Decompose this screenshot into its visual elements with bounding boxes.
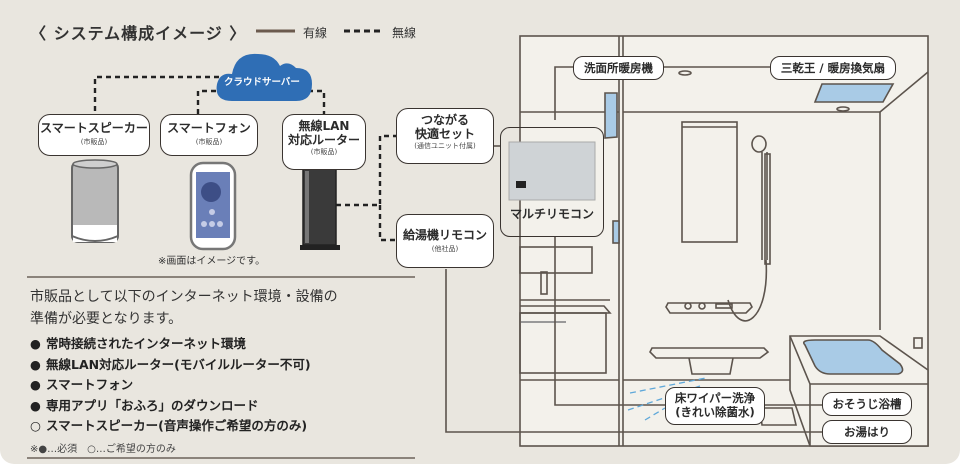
requirement-item: ● 専用アプリ「おふろ」のダウンロード [30,396,311,417]
washroom-heater-label: 洗面所暖房機 [573,56,664,80]
requirements-intro-line1: 市販品として以下のインターネット環境・設備の [30,289,338,305]
mirror [681,121,738,243]
requirement-item: ○ スマートスピーカー(音声操作ご希望の方のみ) [30,416,311,437]
remote-mount [612,220,620,244]
tub-cleaning-label: おそうじ浴槽 [822,392,912,416]
requirements-footnote: ※●…必須 ○…ご希望の方のみ [30,444,176,455]
shelf [665,302,753,314]
requirement-text: 常時接続されたインターネット環境 [46,336,247,351]
requirement-item: ● スマートフォン [30,375,311,396]
bathtub-water [802,339,904,375]
top-divider [27,276,415,278]
connect-set-sub: (通信ユニット付属) [414,141,476,150]
multi-remote-label: マルチリモコン [509,207,594,221]
screen-note: ※画面はイメージです。 [158,256,266,267]
bathroom-illustration [519,35,929,447]
router-label-line1: 無線LAN [298,119,350,133]
connect-set-line1: つながる [420,113,469,127]
smartphone-label: スマートフォン [167,121,251,135]
cloud-icon [216,53,312,101]
smart-speaker-label: スマートスピーカー [40,121,148,135]
bottom-divider [27,457,415,459]
multi-remote-screen [508,141,596,201]
smart-speaker-sub: (市販品) [80,137,108,146]
requirement-text: 無線LAN対応ルーター(モバイルルーター不可) [46,356,311,372]
stool [649,347,770,359]
requirements-list: ● 常時接続されたインターネット環境 ● 無線LAN対応ルーター(モバイルルーター不… [30,334,311,437]
cloud-server-label: クラウドサーバー [224,77,300,88]
water-heater-remote-sub: (他社品) [431,244,459,253]
requirement-item: ● 無線LAN対応ルーター(モバイルルーター不可) [30,355,311,376]
required-bullet-icon: ● [30,336,41,351]
requirement-text: 専用アプリ「おふろ」のダウンロード [46,397,259,413]
faucet-icon [540,271,548,295]
router-bubble: 無線LAN 対応ルーター (市販品) [282,114,366,170]
connect-set-line2: 快適セット [414,126,475,141]
requirements-intro-line2: 準備が必要となります。 [30,311,183,327]
requirements-intro: 市販品として以下のインターネット環境・設備の 準備が必要となります。 [30,286,338,330]
multi-remote-bubble: マルチリモコン [500,127,604,237]
requirement-item: ● 常時接続されたインターネット環境 [30,334,311,355]
router-illustration [300,166,340,250]
tub-control-icon [913,337,923,349]
router-sub: (市販品) [310,147,338,156]
floor-wiper-line2: (きれい除菌水) [675,405,755,420]
required-bullet-icon: ● [30,377,41,392]
required-bullet-icon: ● [30,356,41,372]
ceiling-fan-vent [813,83,895,103]
requirement-text: スマートスピーカー(音声操作ご希望の方のみ) [46,418,308,433]
router-label-line2: 対応ルーター [287,132,360,147]
smartphone-sub: (市販品) [195,137,223,146]
washroom-heater-unit [604,92,618,139]
smart-speaker-illustration [71,159,119,243]
wireless-lines [93,75,396,242]
legend-wireless-label: 無線 [392,26,417,40]
floor-wiper-line1: 床ワイパー洗浄 [674,391,756,405]
page-title: 〈 システム構成イメージ 〉 [30,24,247,43]
requirement-text: スマートフォン [46,377,134,392]
shower-head-icon [751,135,767,153]
wired-lines [445,66,822,433]
smartphone-bubble: スマートフォン (市販品) [160,114,258,156]
water-heater-remote-label: 給湯機リモコン [402,228,487,242]
hot-water-fill-label: お湯はり [822,420,912,444]
water-heater-remote-bubble: 給湯機リモコン (他社品) [396,214,494,268]
smart-speaker-bubble: スマートスピーカー (市販品) [38,114,150,156]
dryer-fan-label: 三乾王 / 暖房換気扇 [770,56,896,80]
smartphone-illustration [189,161,237,251]
floor-wiper-label: 床ワイパー洗浄 (きれい除菌水) [665,387,765,425]
required-bullet-icon: ● [30,397,41,413]
connect-set-bubble: つながる 快適セット (通信ユニット付属) [396,108,494,164]
legend-wired-label: 有線 [303,26,328,40]
optional-bullet-icon: ○ [30,418,41,433]
